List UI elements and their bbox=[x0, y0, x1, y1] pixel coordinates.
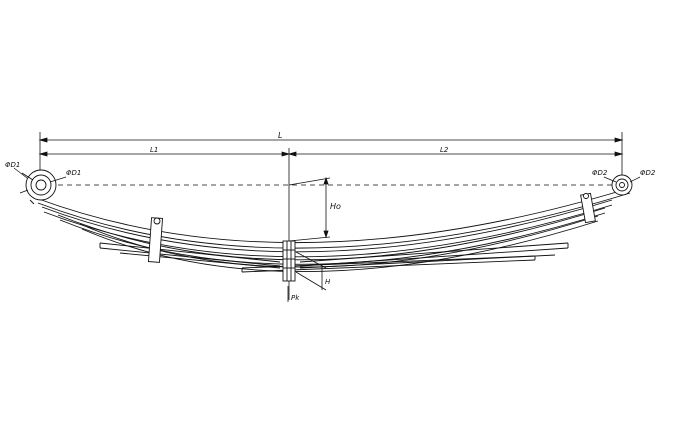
dimension-total-length bbox=[38, 132, 624, 178]
left-rebound-clip bbox=[147, 217, 164, 263]
left-eye-outer-leader bbox=[13, 167, 28, 179]
right-rebound-clip bbox=[580, 192, 596, 224]
leaf-3 bbox=[57, 207, 606, 261]
main-leaf bbox=[35, 187, 631, 244]
dimension-left-length bbox=[38, 151, 291, 157]
left-eye-outer-label: ΦD1 bbox=[5, 161, 20, 169]
right-length-label: L2 bbox=[440, 146, 449, 154]
total-length-label: L bbox=[278, 131, 282, 140]
left-eye-inner-leader bbox=[49, 176, 67, 183]
center-bolt bbox=[282, 240, 296, 282]
right-eye bbox=[611, 174, 633, 196]
spring-leaves bbox=[35, 187, 631, 273]
left-length-label: L1 bbox=[150, 146, 158, 154]
right-eye-outer-leader bbox=[629, 176, 641, 183]
right-eye-inner-label: ΦD2 bbox=[592, 169, 608, 177]
leaf-6 bbox=[119, 252, 281, 269]
load-label: Pk bbox=[291, 294, 300, 302]
dimension-right-length bbox=[287, 151, 624, 157]
leaf-2 bbox=[41, 199, 613, 253]
right-eye-outer-label: ΦD2 bbox=[640, 169, 656, 177]
left-eye-inner-label: ΦD1 bbox=[66, 169, 81, 177]
height-label: H bbox=[325, 278, 331, 286]
dimension-free-camber bbox=[288, 176, 331, 242]
right-eye-inner-leader bbox=[603, 176, 617, 183]
leaf-5 bbox=[99, 242, 281, 263]
free-camber-label: Ho bbox=[330, 202, 341, 211]
left-eye bbox=[19, 169, 57, 205]
